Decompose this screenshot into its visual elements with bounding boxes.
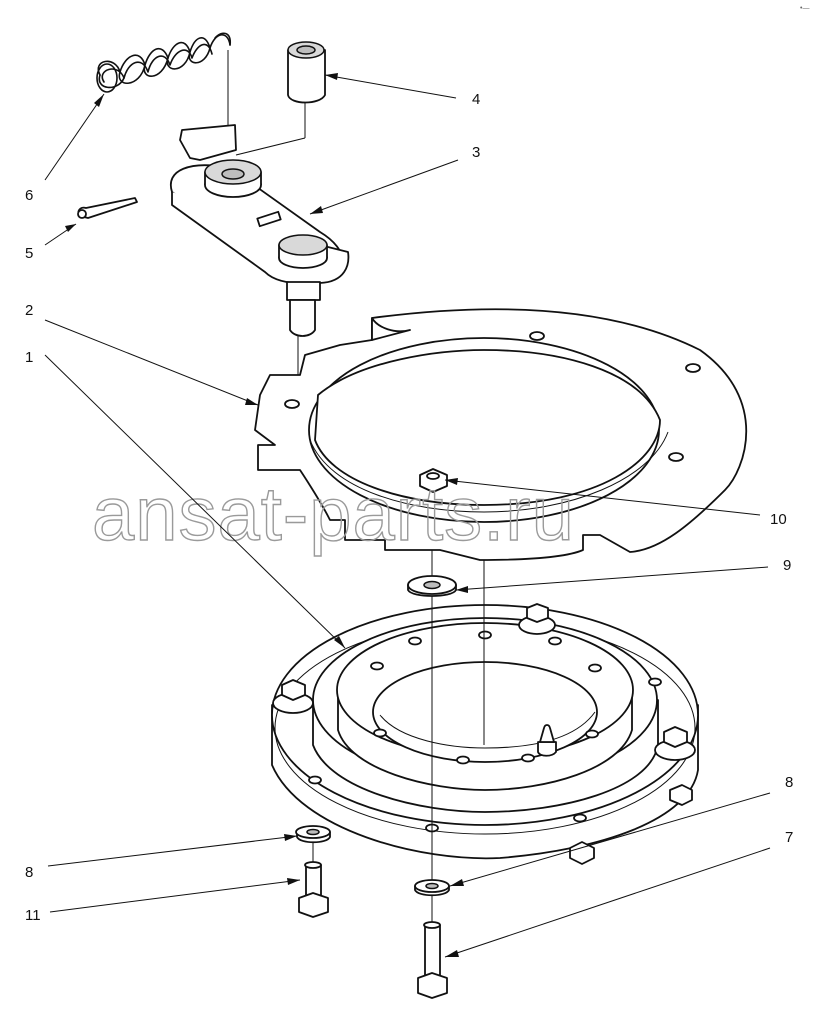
callout-6: 6 [25,187,33,204]
base-bolts [272,603,696,865]
washer-8-right [414,879,450,897]
lever-arm [169,124,350,337]
callout-4: 4 [472,91,480,108]
leader-lines [44,74,771,958]
bolt-7 [417,921,448,999]
bolt-11 [298,861,329,918]
washer-9 [407,575,457,597]
callout-2: 2 [25,302,33,319]
nut-10 [419,468,448,493]
callout-5: 5 [25,245,33,262]
callout-labels: 1 2 3 4 5 6 7 8 8 9 10 11 [25,91,793,924]
bushing-4 [287,41,326,104]
callout-10: 10 [770,511,787,528]
callout-11: 11 [25,907,41,924]
callout-1: 1 [25,349,33,366]
callout-8-right: 8 [785,774,793,791]
callout-9: 9 [783,557,791,574]
cotter-pin-5 [77,197,138,219]
spring-6 [96,32,232,93]
callout-8-left: 8 [25,864,33,881]
leader-arrowheads [65,73,468,957]
base-holes [308,630,662,833]
base-plate [271,603,699,865]
brake-disc [254,308,748,561]
corner-mark: •— [800,5,809,12]
callout-3: 3 [472,144,480,161]
callout-7: 7 [785,829,793,846]
washer-8-left [295,825,331,844]
watermark-text: ansat-parts.ru [92,472,575,557]
